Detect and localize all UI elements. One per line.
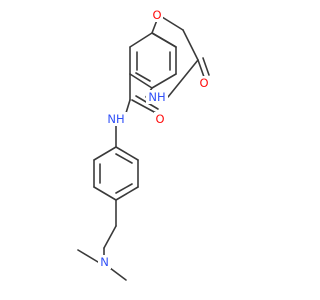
bond-ch2-b (103, 225, 117, 249)
bond-co-o-double (202, 57, 210, 76)
amide-nh-label: NH (107, 112, 124, 126)
amide-nh-atom: NH (105, 112, 127, 126)
bond-ring-fuse (151, 32, 177, 48)
bond-ar6-inner (135, 72, 151, 82)
molecule-structure: O O NH NH O N (77, 8, 210, 281)
dimethylamino-n-label: N (100, 255, 109, 269)
bond-ar5 (151, 73, 177, 89)
bond-n-me2 (109, 267, 127, 281)
bond-c-o-ring (151, 19, 158, 34)
bond-ph6 (115, 146, 139, 161)
lactam-carbonyl-oxygen-atom: O (198, 76, 210, 90)
bond-camide-o (131, 99, 157, 114)
bond-co-o (197, 59, 205, 78)
bond-ph4 (115, 186, 139, 201)
atom-label-layer: O O NH NH O N (98, 8, 210, 269)
bond-ph1 (93, 146, 117, 161)
bond-n-me1 (77, 249, 99, 263)
lactam-nh-atom: NH (146, 90, 168, 104)
bond-ar6 (129, 73, 153, 89)
bond-ph4-inner (115, 183, 133, 194)
bond-layer (77, 16, 210, 281)
ring-oxygen-atom: O (151, 8, 163, 22)
lactam-nh-label: NH (148, 90, 165, 104)
bond-camide-nh (125, 99, 131, 114)
bond-ar2 (129, 32, 153, 48)
bond-co-nh (167, 59, 199, 98)
dimethylamino-n-atom: N (98, 255, 111, 269)
lactam-carbonyl-oxygen-label: O (199, 76, 208, 90)
bond-ph3 (93, 186, 117, 201)
bond-o-ch2 (161, 16, 184, 31)
bond-ch2-co (182, 29, 199, 61)
amide-carbonyl-oxygen-atom: O (154, 112, 166, 126)
bond-ph6-inner (115, 153, 133, 164)
ring-oxygen-label: O (152, 8, 161, 22)
amide-carbonyl-oxygen-label: O (155, 112, 164, 126)
